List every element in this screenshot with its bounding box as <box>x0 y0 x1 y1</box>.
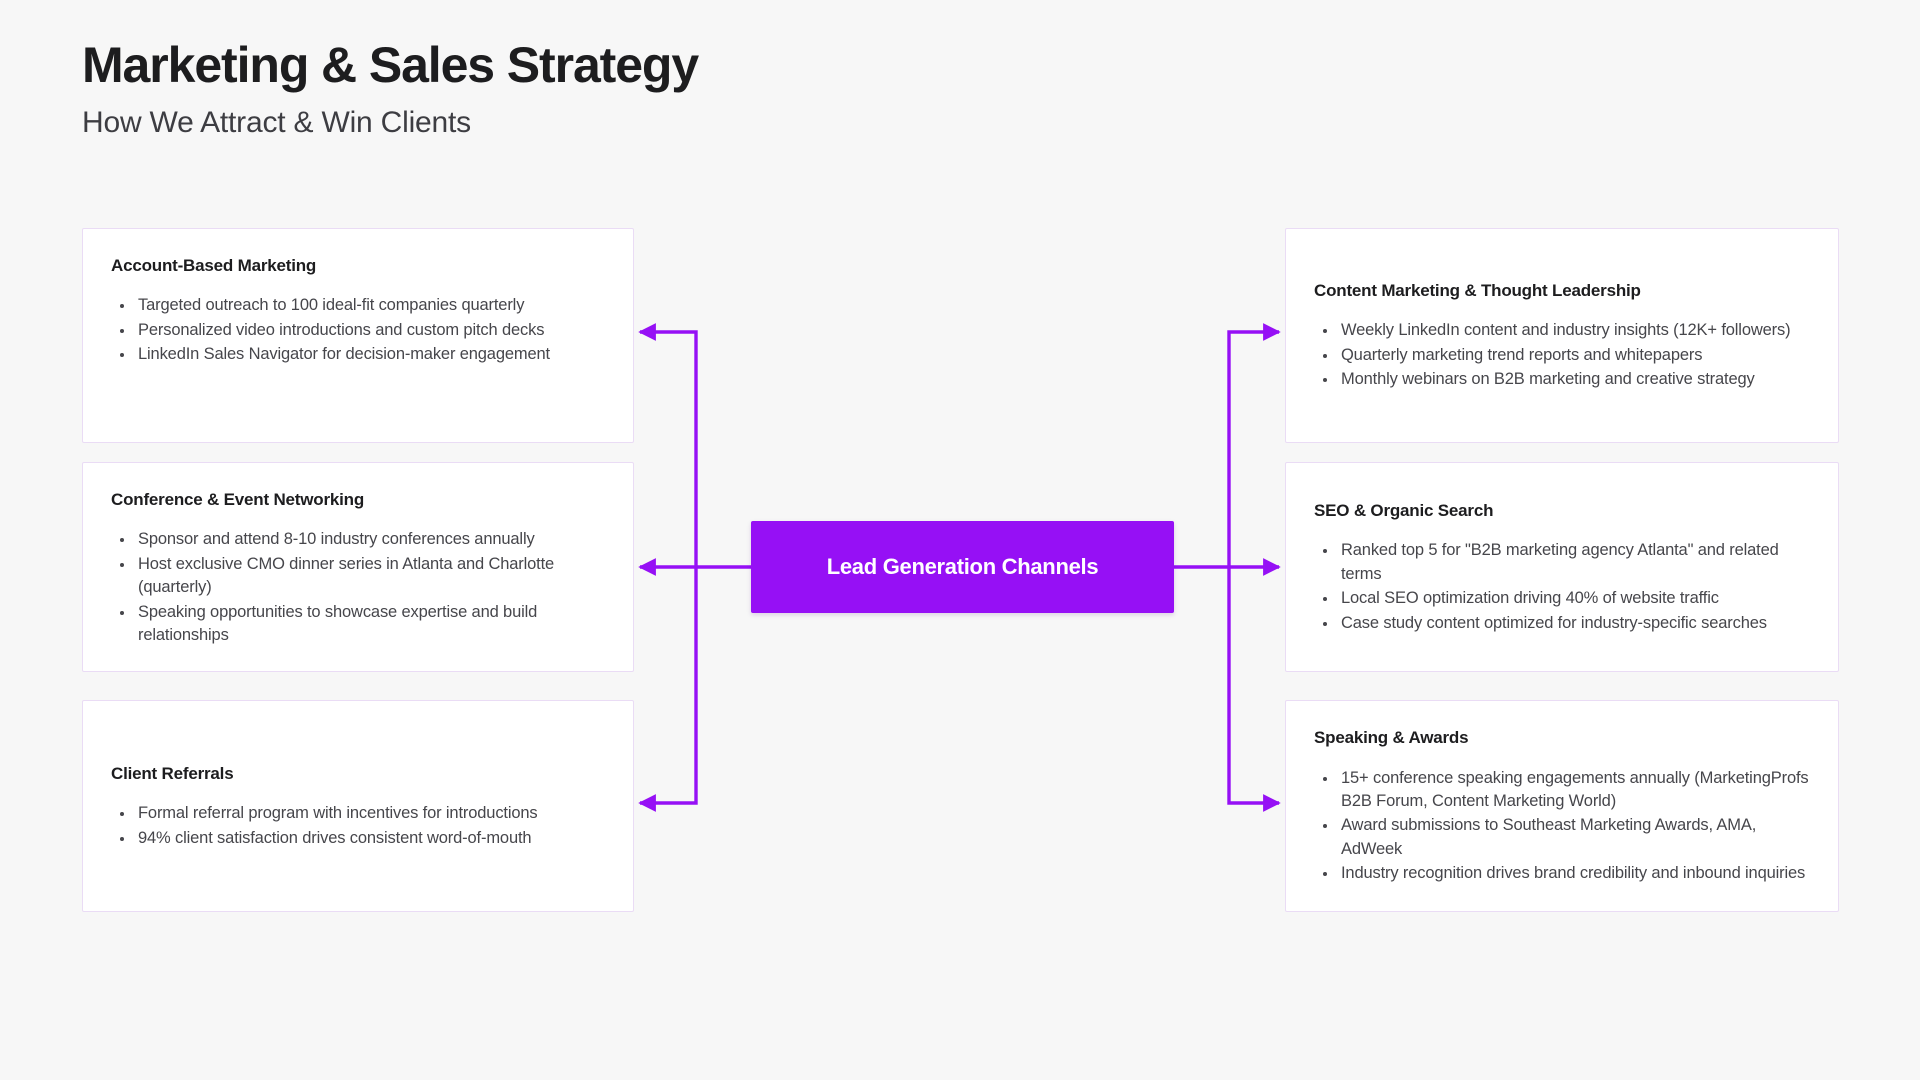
list-item: Monthly webinars on B2B marketing and cr… <box>1314 368 1810 391</box>
list-item: Personalized video introductions and cus… <box>111 319 605 342</box>
list-item: 94% client satisfaction drives consisten… <box>111 827 605 850</box>
channel-card-seo-organic-search[interactable]: SEO & Organic Search Ranked top 5 for "B… <box>1285 462 1839 672</box>
card-bullet-list: Weekly LinkedIn content and industry ins… <box>1314 319 1810 392</box>
card-title: Content Marketing & Thought Leadership <box>1314 281 1641 301</box>
connector-right-top <box>1227 323 1281 567</box>
page-subtitle: How We Attract & Win Clients <box>82 106 471 139</box>
connector-right-bottom <box>1227 567 1281 812</box>
card-title: Speaking & Awards <box>1314 728 1469 748</box>
list-item: Targeted outreach to 100 ideal-fit compa… <box>111 294 605 317</box>
list-item: Speaking opportunities to showcase exper… <box>111 601 605 648</box>
card-bullet-list: Sponsor and attend 8-10 industry confere… <box>111 528 605 648</box>
card-bullet-list: 15+ conference speaking engagements annu… <box>1314 767 1810 887</box>
hub-label: Lead Generation Channels <box>826 554 1099 579</box>
card-title: SEO & Organic Search <box>1314 501 1494 521</box>
list-item: Weekly LinkedIn content and industry ins… <box>1314 319 1810 342</box>
channel-card-account-based-marketing[interactable]: Account-Based Marketing Targeted outreac… <box>82 228 634 443</box>
list-item: Quarterly marketing trend reports and wh… <box>1314 344 1810 367</box>
connector-left-top <box>638 323 698 567</box>
card-title: Client Referrals <box>111 763 234 783</box>
list-item: Formal referral program with incentives … <box>111 802 605 825</box>
channel-card-conference-event-networking[interactable]: Conference & Event Networking Sponsor an… <box>82 462 634 672</box>
hub-node-lead-generation-channels[interactable]: Lead Generation Channels <box>751 521 1174 613</box>
card-bullet-list: Formal referral program with incentives … <box>111 802 605 851</box>
list-item: Industry recognition drives brand credib… <box>1314 862 1810 885</box>
list-item: Award submissions to Southeast Marketing… <box>1314 814 1810 861</box>
channel-card-speaking-awards[interactable]: Speaking & Awards 15+ conference speakin… <box>1285 700 1839 912</box>
card-title: Conference & Event Networking <box>111 490 365 509</box>
list-item: Sponsor and attend 8-10 industry confere… <box>111 528 605 551</box>
channel-card-content-marketing-thought-leadership[interactable]: Content Marketing & Thought Leadership W… <box>1285 228 1839 443</box>
list-item: Local SEO optimization driving 40% of we… <box>1314 587 1810 610</box>
channel-card-client-referrals[interactable]: Client Referrals Formal referral program… <box>82 700 634 912</box>
list-item: Ranked top 5 for "B2B marketing agency A… <box>1314 539 1810 586</box>
list-item: Host exclusive CMO dinner series in Atla… <box>111 553 605 600</box>
list-item: 15+ conference speaking engagements annu… <box>1314 767 1810 814</box>
card-title: Account-Based Marketing <box>111 256 317 275</box>
list-item: LinkedIn Sales Navigator for decision-ma… <box>111 343 605 366</box>
card-bullet-list: Targeted outreach to 100 ideal-fit compa… <box>111 294 605 367</box>
page-title: Marketing & Sales Strategy <box>82 37 699 93</box>
connector-left-bottom <box>638 567 698 812</box>
slide-header: Marketing & Sales Strategy How We Attrac… <box>82 37 699 140</box>
list-item: Case study content optimized for industr… <box>1314 612 1810 635</box>
card-bullet-list: Ranked top 5 for "B2B marketing agency A… <box>1314 539 1810 636</box>
